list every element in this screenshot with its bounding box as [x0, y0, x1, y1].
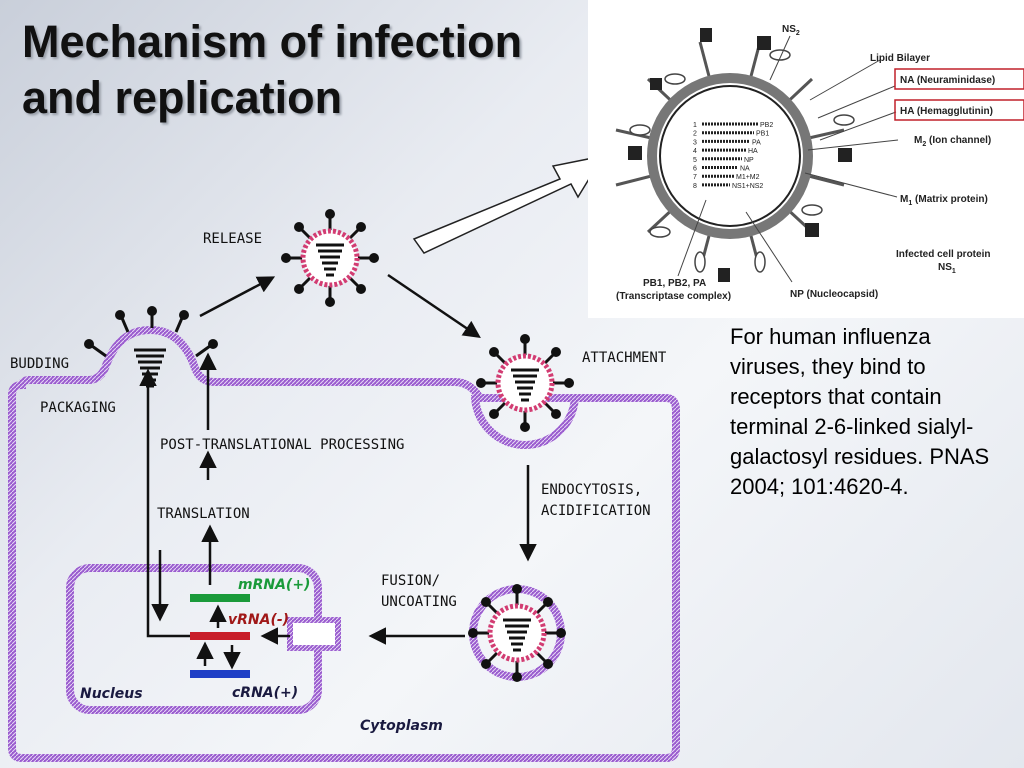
- nuclear-pore: [287, 617, 341, 651]
- virus-release: [281, 209, 379, 307]
- label-release: RELEASE: [203, 231, 262, 247]
- segment-name: NA: [740, 166, 750, 173]
- lifecycle-diagram: RELEASE BUDDING ATTACHMENT PACKAGING POS…: [8, 209, 680, 762]
- label-cytoplasm: Cytoplasm: [360, 718, 443, 734]
- highlight-na: [894, 68, 1024, 90]
- highlight-ha: [894, 99, 1024, 121]
- rna-segment: 4 HA: [693, 148, 758, 155]
- label-na: NA (Neuraminidase): [900, 75, 995, 86]
- virus-attachment: [471, 334, 579, 449]
- label-endocytosis-1: ENDOCYTOSIS,: [541, 482, 642, 498]
- slide-title: Mechanism of infection and replication: [22, 14, 522, 126]
- virus-endosome: [468, 584, 566, 682]
- segment-number: 4: [693, 148, 697, 155]
- matrix-ring: [659, 85, 801, 227]
- segment-number: 8: [693, 183, 697, 190]
- rna-segment: 8 NS1+NS2: [693, 183, 763, 190]
- label-pb-1: PB1, PB2, PA: [643, 278, 706, 289]
- label-ns2: NS2: [782, 24, 800, 37]
- rna-segment: 5 NP: [693, 157, 754, 164]
- label-post-translational: POST-TRANSLATIONAL PROCESSING: [160, 437, 404, 453]
- title-line-2: and replication: [22, 72, 343, 123]
- rna-segment: 6 NA: [693, 166, 750, 173]
- virion-leaders: [677, 35, 899, 283]
- cell-membrane: [8, 325, 680, 762]
- segment-name: NP: [744, 157, 754, 164]
- label-nucleus: Nucleus: [80, 686, 143, 702]
- segment-name: PB2: [760, 122, 773, 129]
- rna-segments: 1 PB2 2 PB1 3 PA 4 HA 5 NP 6 NA 7 M1+M2 8 NS1+NS2: [693, 122, 773, 190]
- label-mrna: mRNA(+): [238, 577, 310, 593]
- label-endocytosis-2: ACIDIFICATION: [541, 503, 651, 519]
- virus-budding: [84, 306, 218, 388]
- segment-name: HA: [748, 148, 758, 155]
- segment-number: 7: [693, 174, 697, 181]
- virion-panel: 1 PB2 2 PB1 3 PA 4 HA 5 NP 6 NA 7 M1+M2 8 NS1+NS2 NS2 L…: [588, 0, 1024, 318]
- segment-number: 2: [693, 131, 697, 138]
- rna-segment: 2 PB1: [693, 131, 769, 138]
- lifecycle-arrows: [139, 273, 537, 670]
- rna-segment: 7 M1+M2: [693, 174, 760, 181]
- note-text: For human influenza viruses, they bind t…: [730, 324, 990, 499]
- segment-number: 6: [693, 166, 697, 173]
- segment-name: PA: [752, 139, 761, 146]
- label-m1: M1 (Matrix protein): [900, 194, 988, 207]
- segment-number: 3: [693, 139, 697, 146]
- label-translation: TRANSLATION: [157, 506, 250, 522]
- label-crna: cRNA(+): [232, 685, 298, 701]
- label-budding: BUDDING: [10, 356, 69, 372]
- label-vrna: vRNA(-): [228, 612, 289, 628]
- crna-bar: [190, 670, 250, 678]
- label-attachment: ATTACHMENT: [582, 350, 667, 366]
- label-packaging: PACKAGING: [40, 400, 116, 416]
- pointer-arrow: [412, 154, 605, 254]
- segment-name: NS1+NS2: [732, 183, 763, 190]
- segment-name: PB1: [756, 131, 769, 138]
- title-line-1: Mechanism of infection: [22, 16, 523, 67]
- label-pb-2: (Transcriptase complex): [616, 291, 731, 302]
- mrna-bar: [190, 594, 250, 602]
- label-ha: HA (Hemagglutinin): [900, 106, 993, 117]
- label-m2: M2 (Ion channel): [914, 135, 991, 148]
- segment-name: M1+M2: [736, 174, 760, 181]
- segment-number: 5: [693, 157, 697, 164]
- label-infected-1: Infected cell protein: [896, 249, 990, 260]
- label-lipid-bilayer: Lipid Bilayer: [870, 53, 930, 64]
- segment-number: 1: [693, 122, 697, 129]
- label-fusion-2: UNCOATING: [381, 594, 457, 610]
- label-infected-2: NS1: [938, 262, 956, 275]
- label-fusion-1: FUSION/: [381, 573, 440, 589]
- vrna-bar: [190, 632, 250, 640]
- rna-segment: 3 PA: [693, 139, 761, 146]
- rna-segment: 1 PB2: [693, 122, 773, 129]
- label-np: NP (Nucleocapsid): [790, 289, 878, 300]
